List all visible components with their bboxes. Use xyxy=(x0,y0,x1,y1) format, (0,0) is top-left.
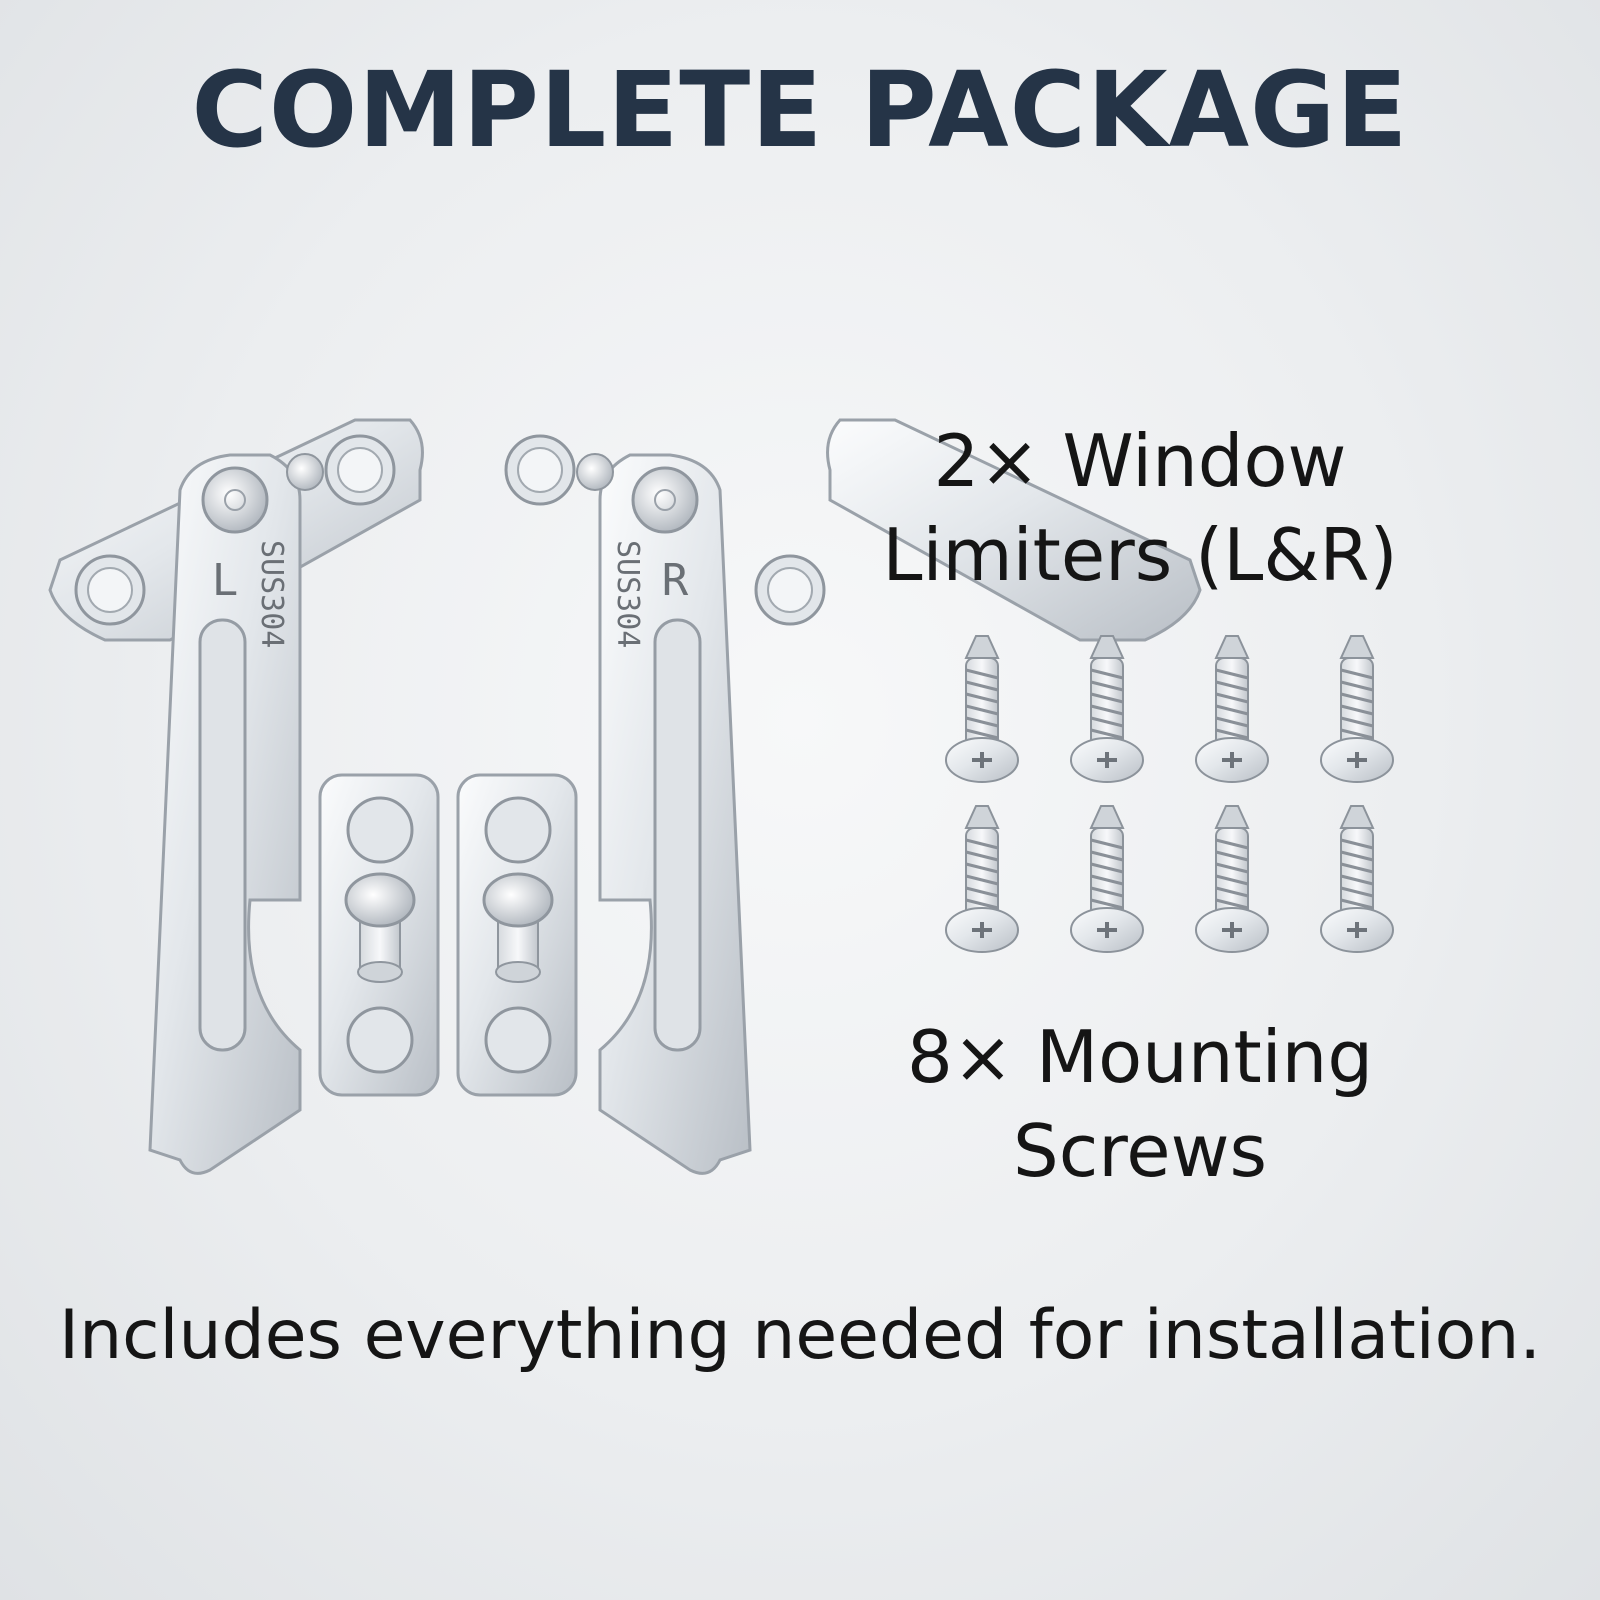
screw-icon xyxy=(1069,634,1145,784)
screws-label: 8× Mounting Screws xyxy=(860,1010,1420,1198)
right-letter: R xyxy=(662,555,689,606)
screw-icon xyxy=(1319,634,1395,784)
screw-icon xyxy=(1194,634,1270,784)
left-stamp: SUS304 xyxy=(254,540,289,648)
screw-icon xyxy=(1194,804,1270,954)
screw-icon xyxy=(1319,804,1395,954)
footer-caption: Includes everything needed for installat… xyxy=(59,1296,1541,1375)
strike-plate-left xyxy=(318,773,440,1097)
page-title: COMPLETE PACKAGE xyxy=(191,49,1409,171)
screw-icon xyxy=(944,634,1020,784)
screws-line1: 8× Mounting xyxy=(906,1015,1374,1099)
left-letter: L xyxy=(212,555,239,606)
screw-icon xyxy=(1069,804,1145,954)
strike-plate-right xyxy=(456,773,578,1097)
right-stamp: SUS304 xyxy=(610,540,645,648)
screws-group xyxy=(944,634,1395,954)
limiters-label: 2× Window Limiters (L&R) xyxy=(860,414,1420,602)
screws-line2: Screws xyxy=(1012,1109,1267,1193)
limiters-line2: Limiters (L&R) xyxy=(882,513,1398,597)
screw-icon xyxy=(944,804,1020,954)
left-window-limiter: L SUS304 xyxy=(48,418,424,1175)
right-window-limiter: R SUS304 xyxy=(504,418,1202,1175)
limiters-line1: 2× Window xyxy=(933,419,1347,503)
